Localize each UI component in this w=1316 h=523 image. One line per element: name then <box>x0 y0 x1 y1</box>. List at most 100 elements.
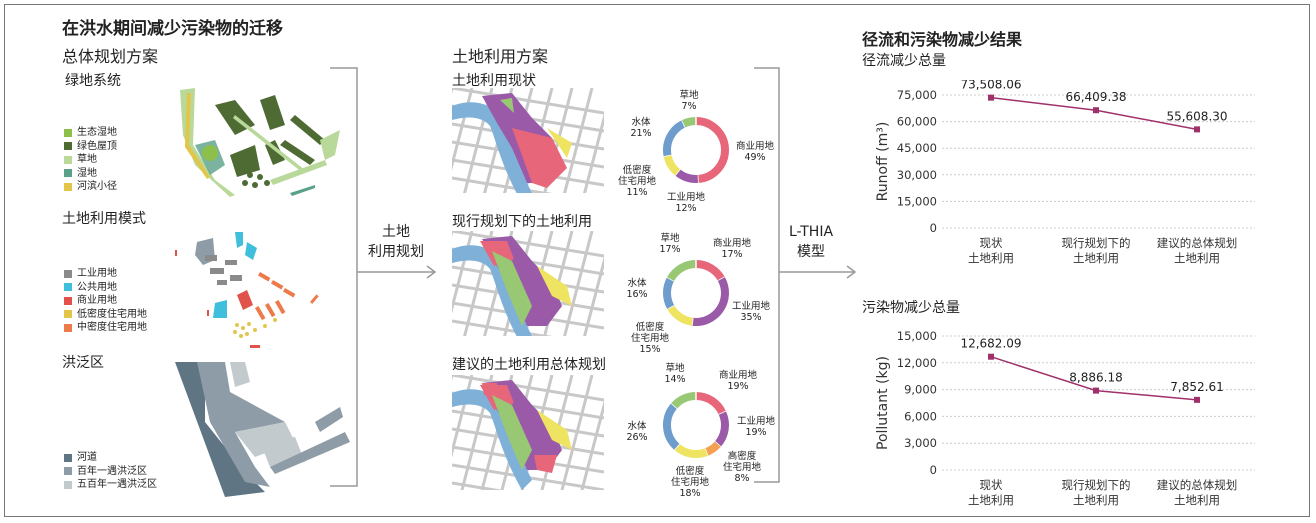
legend-label: 河道 <box>77 452 97 463</box>
slice-pct: 14% <box>664 374 686 385</box>
scenario-title: 土地利用现状 <box>452 73 536 89</box>
green-system-legend: 生态湿地 绿色屋顶 草地 湿地 河滨小径 <box>64 126 117 194</box>
y-tick-label: 60,000 <box>897 115 937 129</box>
slice-pct: 18% <box>679 488 701 499</box>
legend-item: 百年一遇洪泛区 <box>64 465 157 479</box>
slice-name: 水体 <box>627 421 647 432</box>
current-plan-land-use-map <box>452 231 604 336</box>
residential-zone <box>537 410 572 450</box>
figure-title: 在洪水期间减少污染物的迁移 <box>62 19 283 39</box>
legend-swatch <box>64 296 72 305</box>
scenario-title: 建议的土地利用总体规划 <box>452 357 606 373</box>
slice-pct: 17% <box>659 244 681 255</box>
slice-pct: 17% <box>721 249 743 260</box>
x-tick-label: 建议的总体规划 <box>1157 478 1238 492</box>
bracket-arrow-1 <box>330 67 437 487</box>
legend-item: 工业用地 <box>64 267 147 281</box>
data-point <box>988 94 994 101</box>
land-use-scheme-heading: 土地利用方案 <box>452 47 549 66</box>
green-system-map <box>180 88 340 197</box>
data-label: 8,886.18 <box>1069 371 1122 385</box>
legend-label: 河滨小径 <box>77 181 117 192</box>
donut-slice <box>663 120 686 157</box>
legend-swatch <box>64 453 72 462</box>
floodplain-map <box>175 362 350 497</box>
y-tick-label: 0 <box>930 221 937 235</box>
donut-slice <box>704 441 721 456</box>
data-label: 7,852.61 <box>1170 380 1223 394</box>
slice-separator <box>691 317 694 326</box>
land-use-planning-label: 土地 利用规划 <box>358 222 434 262</box>
slice-name: 工业用地 <box>666 192 705 203</box>
slice-pct: 26% <box>626 432 648 443</box>
y-axis-label: Pollutant (kg) <box>875 356 891 450</box>
data-label: 66,409.38 <box>1065 90 1126 104</box>
donut-slice <box>714 411 729 447</box>
data-label: 12,682.09 <box>960 337 1021 351</box>
slice-name: 低密度 <box>635 322 665 333</box>
y-tick-label: 45,000 <box>897 141 937 155</box>
legend-swatch <box>64 128 72 137</box>
river <box>452 102 532 193</box>
donut-chart-current <box>663 117 729 183</box>
residential-zone <box>547 128 572 158</box>
donut-chart-current-plan <box>663 260 729 326</box>
arrow-label-line: 模型 <box>797 244 825 260</box>
legend-swatch <box>64 269 72 278</box>
donut-slice <box>663 403 680 450</box>
slice-name: 商业用地 <box>735 141 774 152</box>
slice-name: 住宅用地 <box>670 477 709 488</box>
legend-item: 商业用地 <box>64 294 147 308</box>
arrow-label-line: 土地 <box>382 224 410 240</box>
y-tick-label: 30,000 <box>897 168 937 182</box>
slice-pct: 21% <box>630 128 652 139</box>
x-tick-label: 土地利用 <box>1073 251 1119 265</box>
slice-name: 商业用地 <box>712 238 751 249</box>
donut-slice <box>667 260 697 282</box>
x-tick-label: 现行规划下的 <box>1062 478 1131 492</box>
data-point <box>988 353 994 360</box>
legend-label: 低密度住宅用地 <box>77 308 147 320</box>
donut-slice <box>663 154 681 176</box>
donut-slice <box>667 304 694 326</box>
slice-pct: 16% <box>626 289 648 300</box>
arrow-label-line: 利用规划 <box>368 244 424 260</box>
x-tick-label: 现状 <box>980 236 1003 250</box>
residential-zone <box>537 266 572 306</box>
x-tick-label: 土地利用 <box>1174 493 1220 507</box>
scenario-title: 现行规划下的土地利用 <box>452 214 592 230</box>
legend-label: 商业用地 <box>77 295 117 306</box>
y-axis-label: Runoff (m³) <box>875 122 891 202</box>
donut-slice <box>681 117 697 128</box>
legend-swatch <box>64 182 72 191</box>
slice-name: 住宅用地 <box>722 462 761 473</box>
arrow-label-line: L-THIA <box>788 224 834 240</box>
legend-label: 五百年一遇洪泛区 <box>77 479 157 490</box>
legend-label: 生态湿地 <box>77 127 117 138</box>
slice-name: 水体 <box>627 278 647 289</box>
donut-slice <box>695 392 727 415</box>
runoff-heading: 径流减少总量 <box>862 53 946 69</box>
x-tick-label: 现状 <box>980 478 1003 492</box>
legend-swatch <box>64 169 72 178</box>
legend-swatch <box>64 467 72 476</box>
legend-label: 工业用地 <box>77 268 117 279</box>
legend-swatch <box>64 142 72 151</box>
pollutant-heading: 污染物减少总量 <box>862 300 960 316</box>
slice-pct: 15% <box>639 344 661 355</box>
donut-slice <box>674 443 708 458</box>
x-tick-label: 现行规划下的 <box>1062 236 1131 250</box>
legend-label: 湿地 <box>77 167 97 179</box>
proposed-land-use-map <box>452 375 604 490</box>
data-label: 55,608.30 <box>1166 109 1227 123</box>
